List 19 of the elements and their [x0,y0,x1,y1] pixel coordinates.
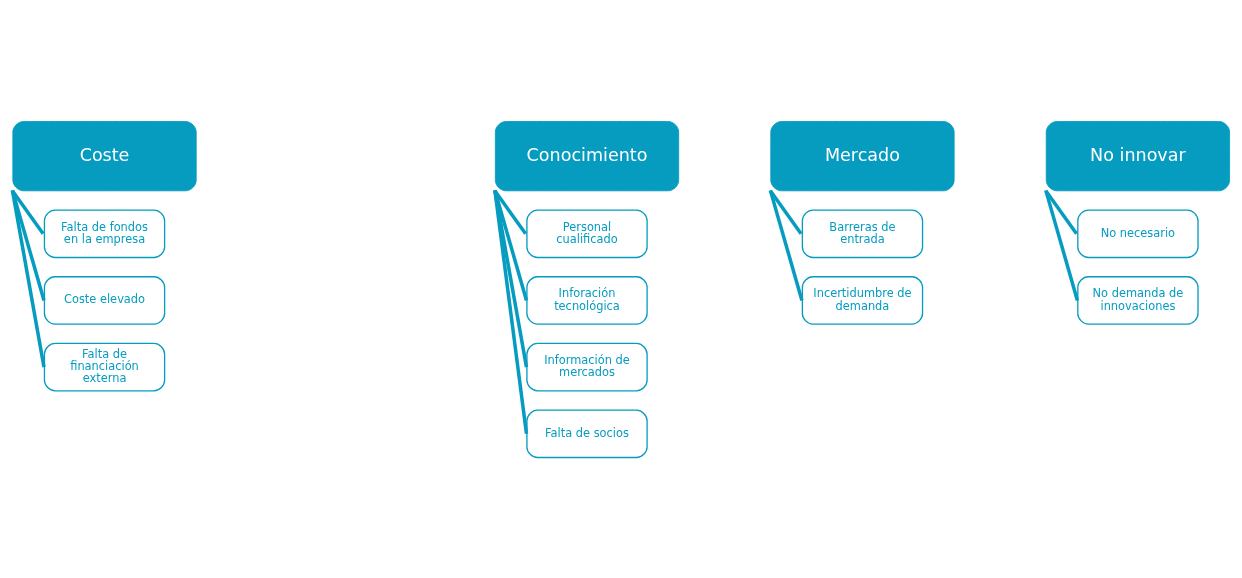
node-box: Barreras de entrada [801,208,924,258]
node-box: Información de mercados [526,342,648,391]
node-box: Incertidumbre de demanda [801,275,924,325]
node-box: Coste elevado [43,275,166,325]
connector [768,189,804,301]
node-box: Inforación tecnológica [526,275,648,325]
node-box: Personal cualificado [526,208,648,258]
node-box: Falta de financiación externa [43,342,166,391]
node-box: Conocimiento [494,120,680,191]
connector [10,189,46,367]
node-box: Coste [12,120,197,191]
connector [1044,189,1080,301]
connector [493,189,529,434]
node-box: Falta de socios [526,408,648,458]
node-box: No innovar [1045,120,1230,191]
node-box: No necesario [1077,208,1199,258]
node-box: No demanda de innovaciones [1077,275,1199,325]
node-box: Falta de fondos en la empresa [43,208,166,258]
node-box: Mercado [770,120,955,191]
